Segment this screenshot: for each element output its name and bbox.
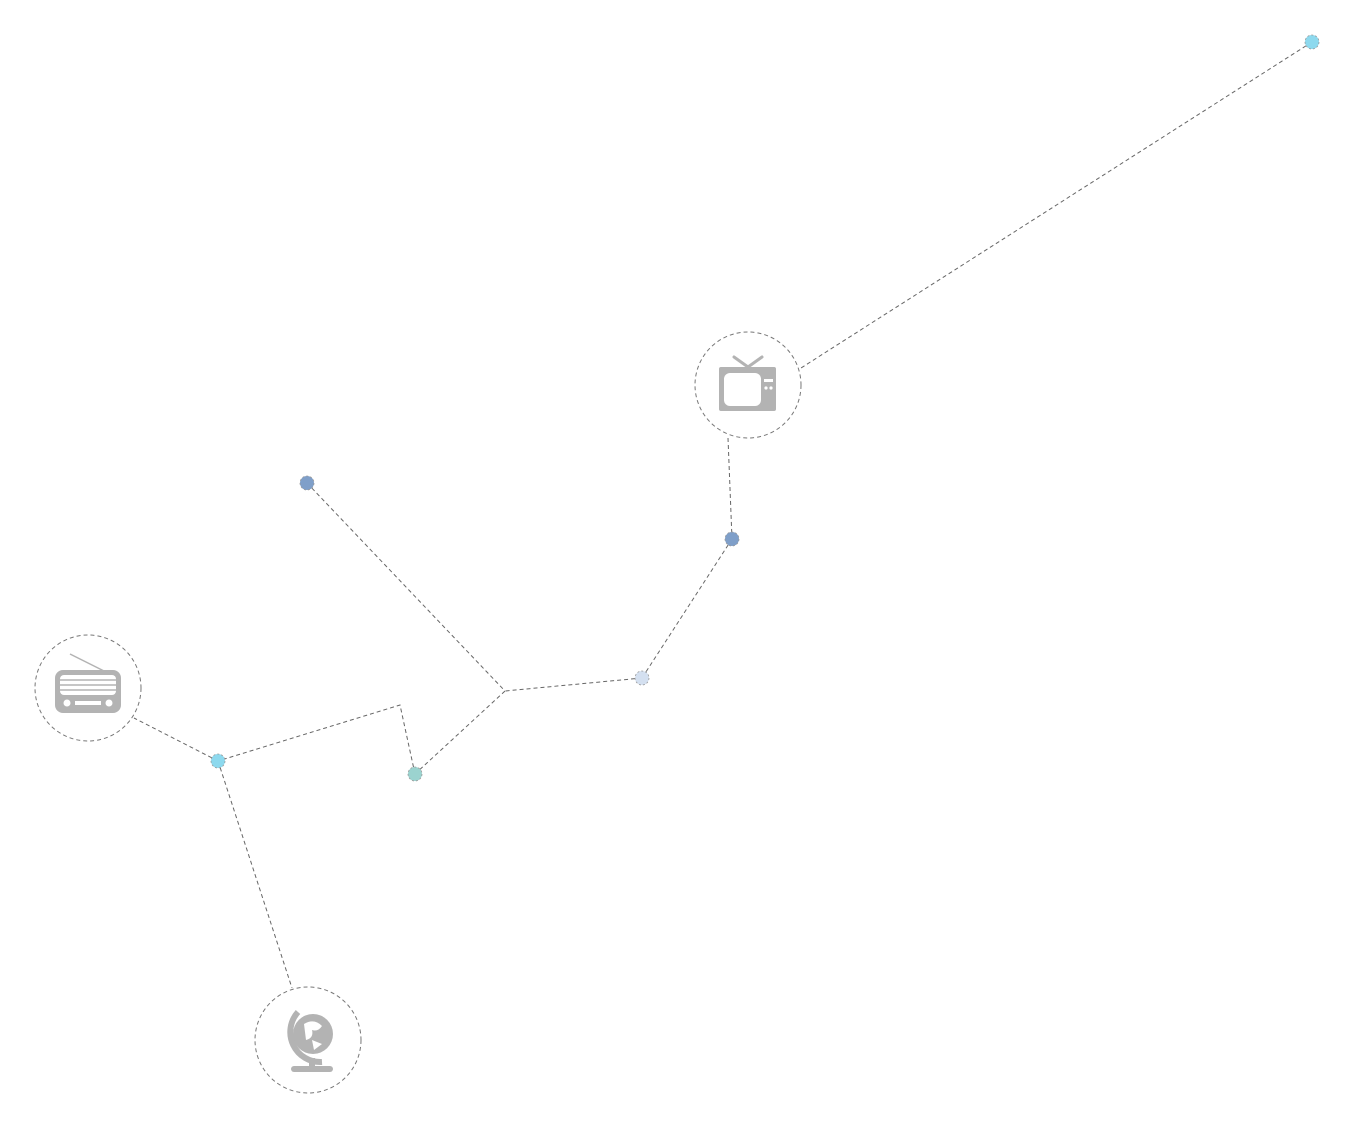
edges	[133, 41, 1313, 989]
tv-node[interactable]	[694, 331, 802, 439]
edge	[306, 482, 506, 692]
node-cyan-top[interactable]	[1304, 34, 1320, 50]
edge	[133, 717, 219, 762]
globe-node[interactable]	[254, 986, 362, 1094]
node-cyan-hub[interactable]	[210, 753, 226, 769]
edge	[800, 41, 1313, 369]
node-teal[interactable]	[407, 766, 423, 782]
radio-icon	[55, 653, 121, 713]
tv-icon	[719, 355, 776, 411]
radio-node[interactable]	[34, 634, 142, 742]
edge	[504, 677, 643, 692]
globe-icon	[287, 1009, 333, 1072]
edge	[217, 704, 416, 775]
node-steel-left[interactable]	[299, 475, 315, 491]
edge	[727, 437, 733, 540]
node-steel[interactable]	[724, 531, 740, 547]
edge	[414, 690, 506, 775]
nodes	[210, 34, 1320, 782]
node-pale[interactable]	[634, 670, 650, 686]
edge	[217, 760, 293, 989]
edge	[641, 538, 733, 679]
